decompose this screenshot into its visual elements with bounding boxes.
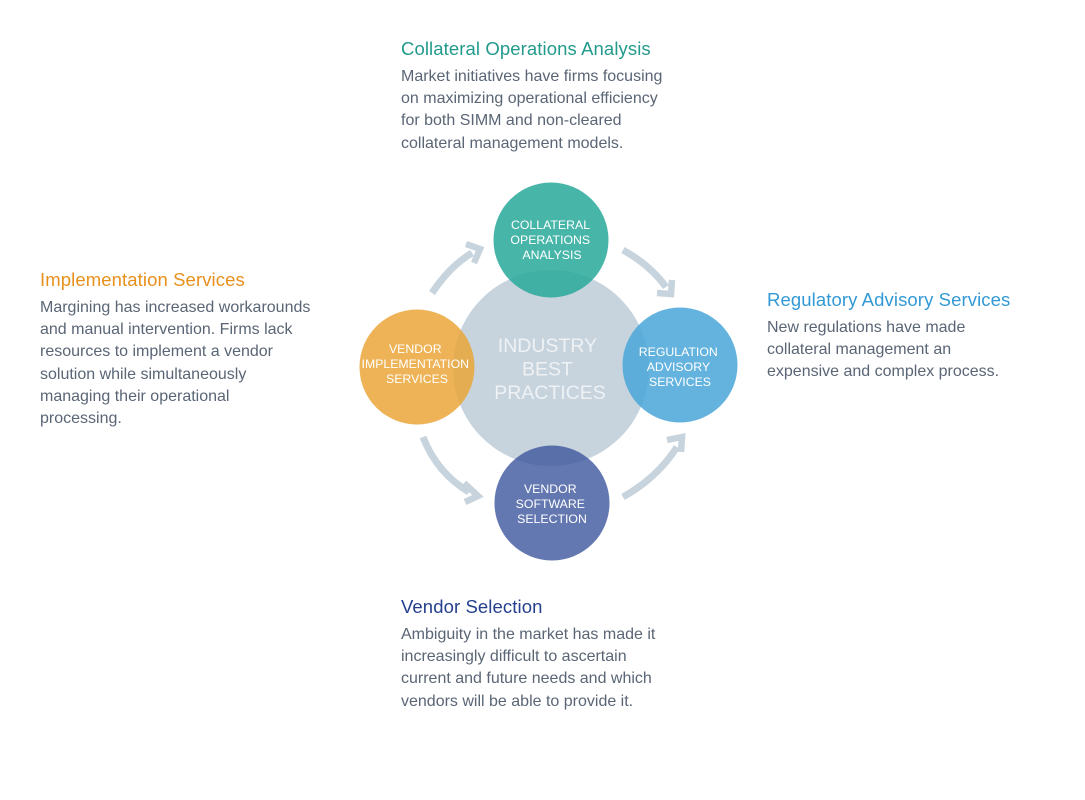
section-title: Collateral Operations Analysis bbox=[401, 38, 651, 59]
circle-vendor-implementation-services bbox=[359, 309, 475, 425]
section-body: Market initiatives have firms focusing o… bbox=[401, 68, 663, 152]
section-collateral-operations-analysis: Collateral Operations Analysis Market in… bbox=[401, 38, 701, 155]
arrow-icon-top-to-right bbox=[621, 246, 676, 298]
arrow-icon-left-to-top bbox=[429, 240, 485, 295]
center-label-line: INDUSTRY bbox=[498, 335, 597, 357]
circle-collateral-operations-analysis bbox=[493, 182, 609, 298]
cycle-arrows bbox=[419, 240, 686, 505]
circle-label-line: ADVISORY bbox=[647, 360, 710, 374]
circle-label-line: SERVICES bbox=[649, 375, 711, 389]
circle-vendor-software-selection bbox=[494, 445, 610, 561]
center-circle bbox=[453, 270, 649, 466]
section-title: Vendor Selection bbox=[401, 596, 543, 617]
circle-label-left: VENDOR IMPLEMENTATION SERVICES bbox=[362, 342, 473, 386]
section-body: Margining has increased workarounds and … bbox=[40, 299, 311, 428]
circle-label-line: SERVICES bbox=[386, 372, 448, 386]
circle-label-right: REGULATION ADVISORY SERVICES bbox=[639, 345, 721, 389]
circle-label-line: VENDOR bbox=[524, 482, 577, 496]
section-title: Implementation Services bbox=[40, 269, 245, 290]
center-label-line: PRACTICES bbox=[494, 382, 606, 404]
circle-label-bottom: VENDOR SOFTWARE SELECTION bbox=[516, 482, 589, 526]
section-body: Ambiguity in the market has made it incr… bbox=[401, 626, 656, 710]
center-label-line: BEST bbox=[522, 359, 573, 381]
section-regulatory-advisory-services: Regulatory Advisory Services New regulat… bbox=[767, 289, 1067, 384]
section-vendor-selection: Vendor Selection Ambiguity in the market… bbox=[401, 596, 701, 713]
circle-label-line: VENDOR bbox=[389, 342, 442, 356]
section-implementation-services: Implementation Services Margining has in… bbox=[40, 269, 350, 430]
center-label: INDUSTRY BEST PRACTICES bbox=[494, 335, 606, 404]
circle-label-line: SELECTION bbox=[517, 512, 587, 526]
circle-regulation-advisory-services bbox=[622, 307, 738, 423]
circle-label-line: SOFTWARE bbox=[516, 497, 585, 511]
circle-label-line: OPERATIONS bbox=[510, 233, 590, 247]
circle-label-top: COLLATERAL OPERATIONS ANALYSIS bbox=[510, 218, 593, 262]
circle-label-line: ANALYSIS bbox=[522, 248, 581, 262]
circle-label-line: REGULATION bbox=[639, 345, 718, 359]
arrow-icon-bottom-to-right bbox=[621, 432, 686, 501]
circle-label-line: IMPLEMENTATION bbox=[362, 357, 470, 371]
circle-label-line: COLLATERAL bbox=[511, 218, 590, 232]
section-body: New regulations have made collateral man… bbox=[767, 319, 1000, 381]
section-title: Regulatory Advisory Services bbox=[767, 289, 1011, 310]
arrow-icon-left-to-bottom bbox=[419, 435, 484, 505]
